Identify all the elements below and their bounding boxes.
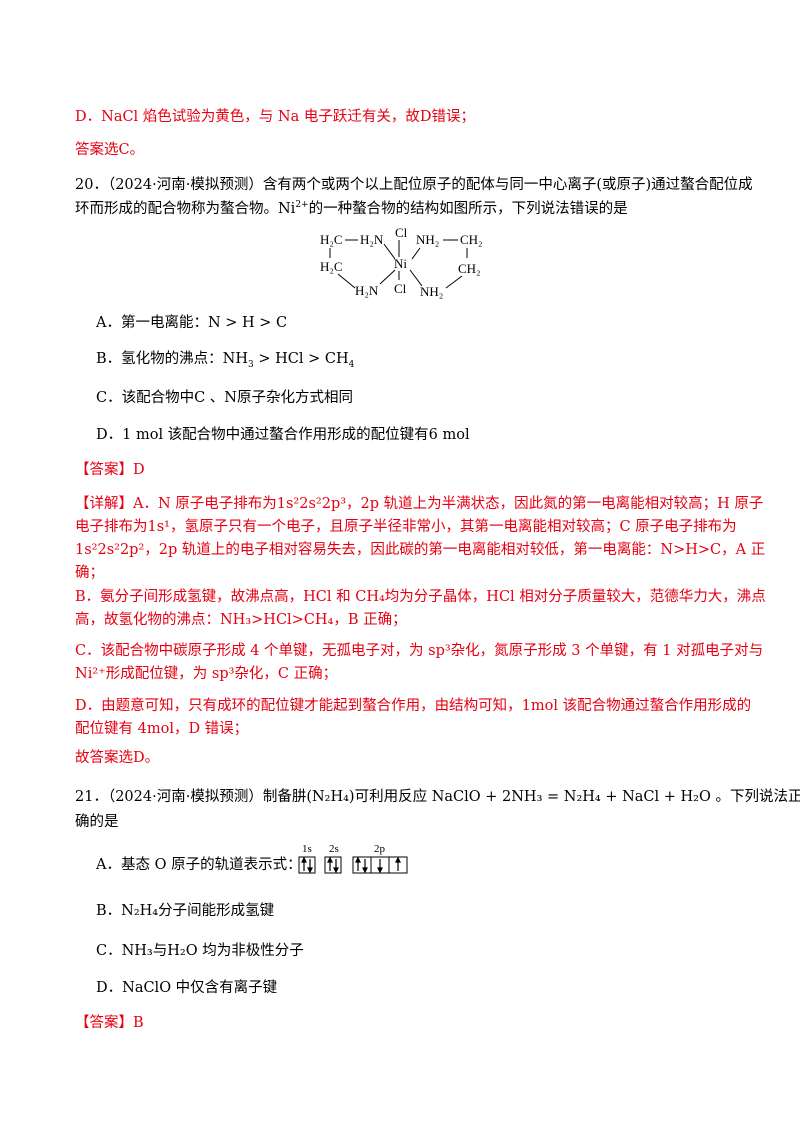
q20-option-a: A．第一电离能：N > H > C bbox=[96, 315, 288, 331]
orbital-label-2s: 2s bbox=[329, 843, 339, 855]
q20-stem-line2: 环而形成的配合物称为螯合物。Ni2+的一种螯合物的结构如图所示，下列说法错误的是 bbox=[75, 200, 628, 217]
label-cl-top: Cl bbox=[395, 226, 408, 240]
q20-conclusion: 故答案选D。 bbox=[75, 750, 160, 766]
q20-explain-a3: 1s²2s²2p²，2p 轨道上的电子相对容易失去，因此碳的第一电离能相对较低，… bbox=[75, 542, 766, 558]
q21-option-a: A．基态 O 原子的轨道表示式： bbox=[96, 857, 302, 873]
q20-answer: 【答案】D bbox=[75, 462, 145, 478]
q21-option-d: D．NaClO 中仅含有离子键 bbox=[96, 980, 278, 996]
q20-explain-d1: D．由题意可知，只有成环的配位键才能起到螯合作用，由结构可知，1mol 该配合物… bbox=[75, 698, 752, 714]
q21-stem-line1: 21．（2024·河南·模拟预测）制备肼(N₂H₄)可利用反应 NaClO + … bbox=[75, 789, 800, 805]
q21-option-c: C．NH₃与H₂O 均为非极性分子 bbox=[96, 943, 304, 959]
q20-explain-b2: 高，故氢化物的沸点：NH₃>HCl>CH₄，B 正确； bbox=[75, 612, 407, 628]
q20-explain-b1: B．氨分子间形成氢键，故沸点高，HCl 和 CH₄均为分子晶体，HCl 相对分子… bbox=[75, 589, 766, 605]
label-cl-bot: Cl bbox=[394, 281, 407, 296]
label-ni: Ni bbox=[394, 256, 407, 271]
q20-explain-a4: 确； bbox=[75, 565, 104, 581]
label-h2n-top: H₂N bbox=[360, 232, 384, 247]
q20-option-c: C．该配合物中C 、N原子杂化方式相同 bbox=[96, 390, 353, 406]
label-nh2-top: NH₂ bbox=[416, 232, 439, 247]
orbital-label-2p: 2p bbox=[374, 843, 386, 855]
orbital-box-1s bbox=[298, 856, 316, 874]
q20-explain-d2: 配位键有 4mol，D 错误； bbox=[75, 721, 249, 737]
q20-explain-c1: C．该配合物中碳原子形成 4 个单键，无孤电子对，为 sp³杂化，氮原子形成 3… bbox=[75, 643, 764, 659]
label-h2c-mid: H₂C bbox=[320, 259, 343, 274]
q20-explain-a2: 电子排布为1s¹，氢原子只有一个电子，且原子半径非常小，其第一电离能相对较高；C… bbox=[75, 519, 737, 535]
q20-option-d: D．1 mol 该配合物中通过螯合作用形成的配位键有6 mol bbox=[96, 427, 470, 443]
oxygen-orbital-diagram: 1s 2s 2p bbox=[298, 843, 408, 874]
q20-explain-a1: 【详解】A．N 原子电子排布为1s²2s²2p³，2p 轨道上为半满状态，因此氮… bbox=[75, 496, 764, 512]
prev-answer: 答案选C。 bbox=[75, 142, 145, 158]
chelate-structure-diagram: H₂C H₂N Cl NH₂ CH₂ H₂C Ni CH₂ H₂N Cl NH₂ bbox=[320, 226, 483, 299]
q21-answer: 【答案】B bbox=[75, 1015, 144, 1031]
q20-stem-line1: 20．（2024·河南·模拟预测）含有两个或两个以上配位原子的配体与同一中心离子… bbox=[75, 177, 753, 193]
label-ch2-mid: CH₂ bbox=[458, 261, 481, 276]
q21-option-b: B．N₂H₄分子间能形成氢键 bbox=[96, 903, 275, 919]
label-h2n-bot: H₂N bbox=[355, 283, 379, 298]
orbital-box-2s bbox=[324, 856, 342, 874]
label-nh2-bot: NH₂ bbox=[420, 284, 443, 299]
q21-stem-line2: 确的是 bbox=[75, 814, 119, 830]
q20-option-b: B．氢化物的沸点：NH3 > HCl > CH4 bbox=[96, 351, 355, 370]
orbital-label-1s: 1s bbox=[302, 843, 312, 855]
label-ch2-top: CH₂ bbox=[460, 232, 483, 247]
q20-explain-c2: Ni²⁺形成配位键，为 sp³杂化，C 正确； bbox=[75, 666, 338, 682]
label-h2c-top: H₂C bbox=[320, 232, 343, 247]
prev-option-d: D．NaCl 焰色试验为黄色，与 Na 电子跃迁有关，故D错误； bbox=[75, 109, 475, 125]
